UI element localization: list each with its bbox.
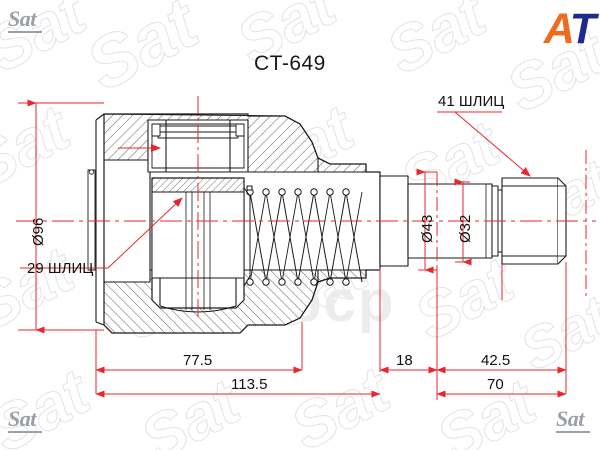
- dimension-shaft-total: 70: [487, 376, 504, 393]
- dimension-shaft-section: 42.5: [481, 352, 511, 369]
- dimension-boot-step: 18: [396, 352, 413, 369]
- dimension-housing-length: 77.5: [183, 352, 213, 369]
- sat-logo-bottom-right: Sat: [556, 408, 590, 433]
- dimension-overall-inner-length: 113.5: [231, 376, 268, 393]
- sat-logo-underline: [556, 431, 590, 433]
- sat-logo-top-left: Sat: [8, 8, 42, 33]
- label-shaft-diameter-small: Ø32: [457, 214, 474, 243]
- at-brand-badge: AT: [543, 5, 596, 53]
- part-number: CT-649: [254, 52, 326, 75]
- sat-logo-underline: [8, 31, 42, 33]
- sat-logo-text: Sat: [556, 406, 584, 431]
- label-shaft-diameter-large: Ø43: [419, 214, 436, 243]
- at-badge-letter-a: A: [543, 5, 572, 53]
- sat-logo-bottom-left: Sat: [8, 408, 42, 433]
- label-outer-diameter: Ø96: [30, 217, 47, 246]
- sat-logo-text: Sat: [8, 406, 36, 431]
- at-badge-letter-t: T: [569, 5, 596, 53]
- sat-logo-underline: [8, 431, 42, 433]
- sat-logo-text: Sat: [8, 6, 36, 31]
- label-outer-spline: 41 ШЛИЦ: [438, 93, 505, 110]
- label-inner-spline: 29 ШЛИЦ: [27, 260, 94, 277]
